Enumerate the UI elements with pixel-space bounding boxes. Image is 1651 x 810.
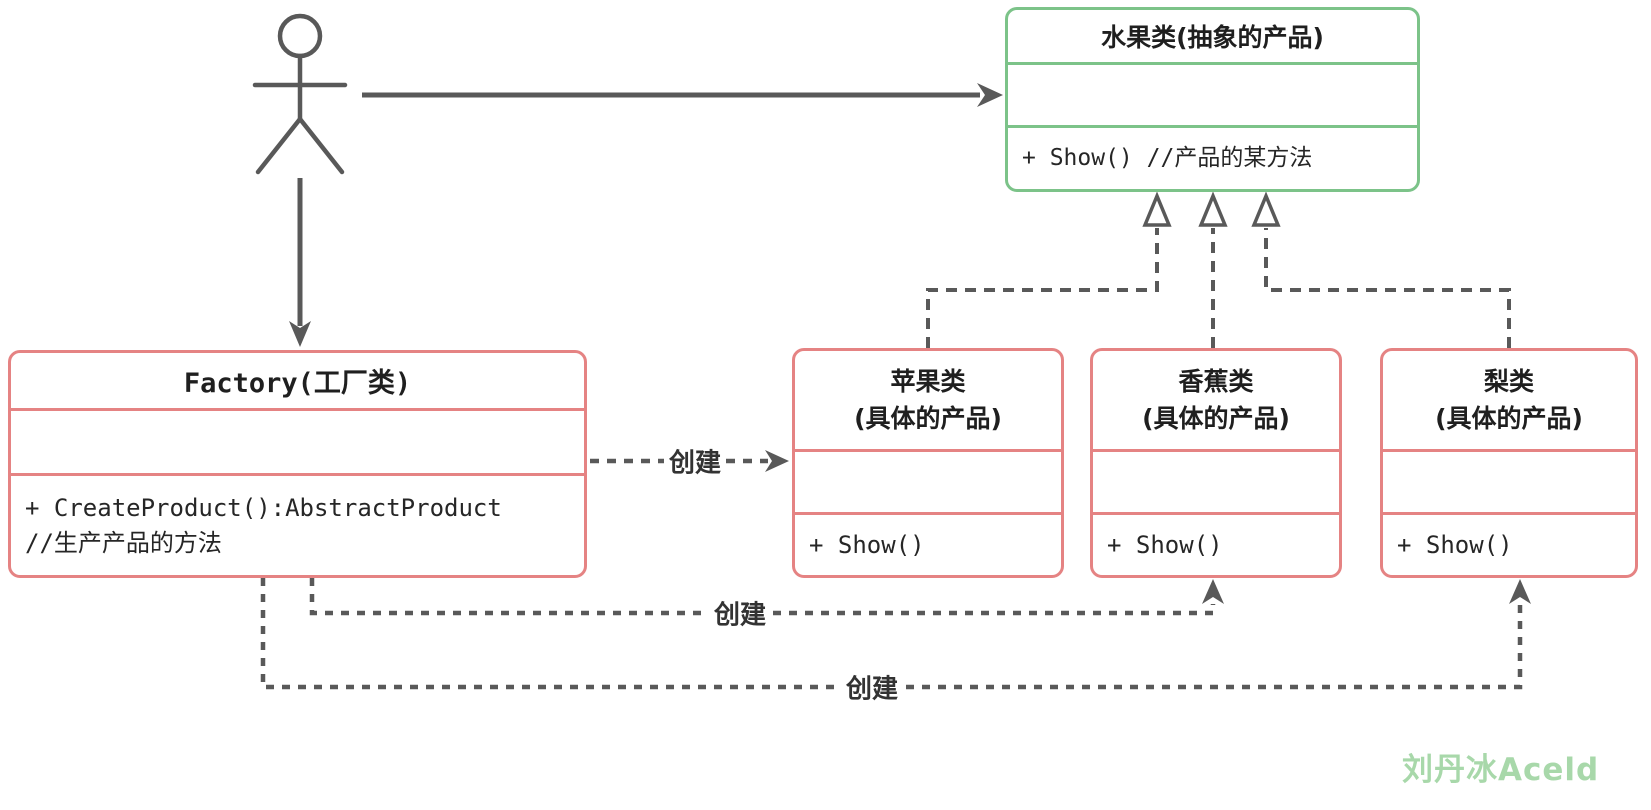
actor-icon xyxy=(252,13,348,175)
actor-left-leg-line xyxy=(255,116,303,175)
pear-inheritance-edge xyxy=(1251,191,1511,348)
edge-label-create-banana: 创建 xyxy=(708,594,772,632)
inheritance-arrowhead-icon xyxy=(1251,191,1281,227)
class-attributes-empty xyxy=(795,452,1061,515)
class-title-line: (具体的产品) xyxy=(1435,404,1583,433)
class-title: 香蕉类 (具体的产品) xyxy=(1093,351,1339,452)
class-apple: 苹果类 (具体的产品) + Show() xyxy=(792,348,1064,578)
class-attributes-empty xyxy=(11,411,584,476)
class-methods: + Show() xyxy=(1383,515,1635,575)
class-methods: + Show() //产品的某方法 xyxy=(1008,128,1417,189)
watermark-text: 刘丹冰Aceld xyxy=(1402,752,1600,788)
method-line: + Show() xyxy=(1107,530,1223,559)
class-abstract-product: 水果类(抽象的产品) + Show() //产品的某方法 xyxy=(1005,7,1420,192)
method-line: //生产产品的方法 xyxy=(25,528,222,557)
class-title-line: 香蕉类 xyxy=(1178,367,1254,396)
class-methods: + Show() xyxy=(1093,515,1339,575)
actor-to-factory-arrow xyxy=(289,178,311,347)
class-title-line: (具体的产品) xyxy=(854,404,1002,433)
edge-label-create-apple: 创建 xyxy=(663,442,727,480)
actor-head-icon xyxy=(277,13,323,59)
arrowhead-up-icon xyxy=(1509,579,1531,604)
actor-right-leg-line xyxy=(297,116,345,175)
class-factory: Factory(工厂类) + CreateProduct():AbstractP… xyxy=(8,350,587,578)
class-attributes-empty xyxy=(1093,452,1339,515)
inheritance-arrowhead-icon xyxy=(1198,191,1228,227)
class-pear: 梨类 (具体的产品) + Show() xyxy=(1380,348,1638,578)
arrowhead-right-icon xyxy=(765,450,789,472)
method-line: + CreateProduct():AbstractProduct xyxy=(25,493,502,522)
actor-to-fruit-arrow xyxy=(362,83,1003,107)
class-title: 苹果类 (具体的产品) xyxy=(795,351,1061,452)
method-line: + Show() xyxy=(1397,530,1513,559)
edge-label-create-pear: 创建 xyxy=(840,668,904,706)
arrowhead-right-icon xyxy=(977,83,1003,107)
class-title: Factory(工厂类) xyxy=(11,353,584,411)
inheritance-arrowhead-icon xyxy=(1142,191,1172,227)
class-attributes-empty xyxy=(1383,452,1635,515)
class-methods: + Show() xyxy=(795,515,1061,575)
class-title-line: (具体的产品) xyxy=(1142,404,1290,433)
class-title: 水果类(抽象的产品) xyxy=(1008,10,1417,65)
class-attributes-empty xyxy=(1008,65,1417,128)
method-line: + Show() xyxy=(809,530,925,559)
banana-inheritance-edge xyxy=(1198,191,1228,348)
method-line: + Show() //产品的某方法 xyxy=(1022,145,1313,171)
class-banana: 香蕉类 (具体的产品) + Show() xyxy=(1090,348,1342,578)
arrowhead-up-icon xyxy=(1202,579,1224,604)
class-title-line: 梨类 xyxy=(1483,367,1534,396)
class-title: 梨类 (具体的产品) xyxy=(1383,351,1635,452)
class-title-line: 苹果类 xyxy=(890,367,966,396)
apple-inheritance-edge xyxy=(926,191,1172,348)
class-methods: + CreateProduct():AbstractProduct //生产产品… xyxy=(11,476,584,575)
arrowhead-down-icon xyxy=(289,321,311,347)
